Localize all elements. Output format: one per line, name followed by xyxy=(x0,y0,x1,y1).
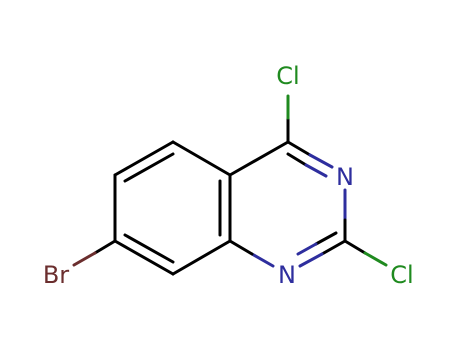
bond-c4-n3-inner-b xyxy=(304,163,328,178)
bond-c4-n3-b xyxy=(308,153,334,169)
bond-c6-c5-inner xyxy=(123,233,175,264)
atom-label-n1: N xyxy=(278,261,296,289)
bond-c2-cl-b xyxy=(363,251,388,267)
bond-c2-n1-inner-a xyxy=(314,231,338,246)
bond-c8a-c4 xyxy=(228,140,290,177)
bond-c2-n1-a xyxy=(320,239,347,256)
benzene-ring-bonds xyxy=(113,140,232,276)
bond-c5-c4a xyxy=(171,239,232,276)
bond-c8-c7 xyxy=(113,140,175,177)
atom-label-cl-top: Cl xyxy=(276,62,299,90)
pyrimidine-ring-bonds xyxy=(228,140,347,268)
bond-c7-br-a xyxy=(93,239,117,255)
bond-c6-c5 xyxy=(113,239,175,276)
bond-c2-cl-a xyxy=(343,239,367,255)
bond-c4-n3-a xyxy=(286,140,312,157)
bond-c8a-c8 xyxy=(171,140,232,177)
bond-c2-n1-b xyxy=(298,252,324,268)
bond-c4-n3-inner-a xyxy=(286,152,308,167)
bond-n1-c4a-b xyxy=(228,239,254,256)
atom-label-n3: N xyxy=(336,163,354,191)
bond-n1-c4a-a xyxy=(250,252,275,268)
bond-c7-br-b xyxy=(72,251,97,267)
atom-label-cl-right: Cl xyxy=(390,261,413,289)
substituent-bonds xyxy=(72,94,388,267)
bond-c8-c7-inner xyxy=(123,152,175,183)
atom-label-br: Br xyxy=(43,261,69,289)
bond-c2-n1-inner-b xyxy=(296,242,318,256)
